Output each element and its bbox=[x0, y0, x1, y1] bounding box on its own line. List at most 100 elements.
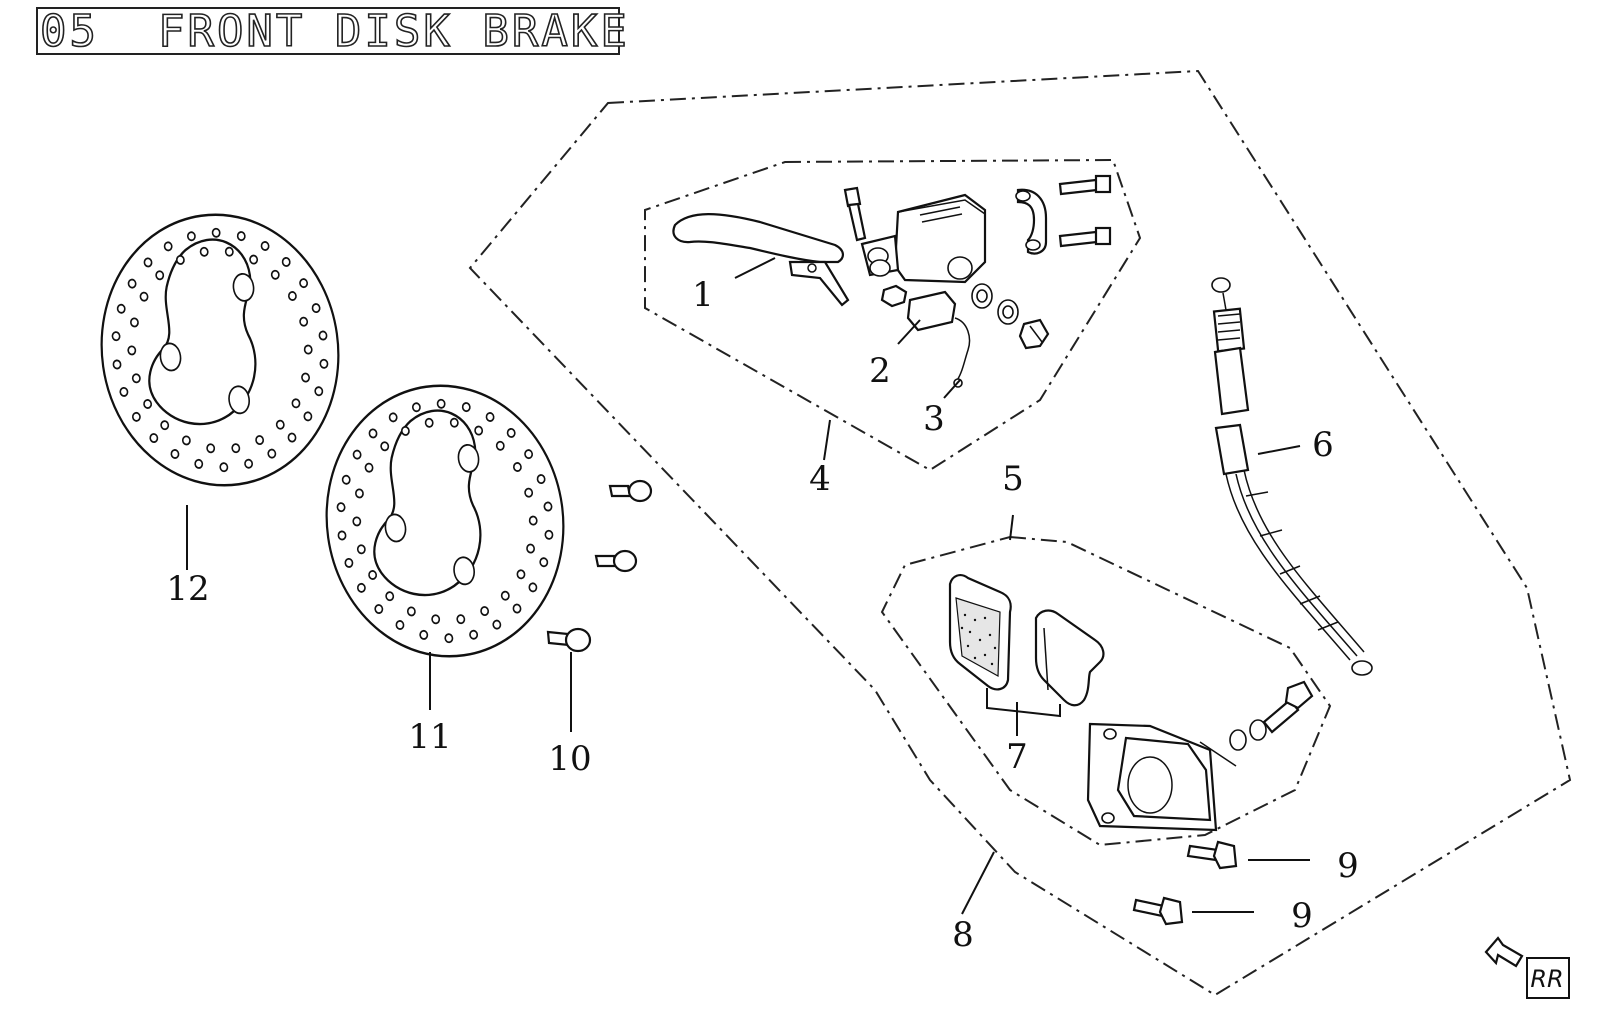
small-nut bbox=[880, 284, 908, 308]
vent-hole bbox=[211, 227, 221, 238]
vent-hole bbox=[163, 241, 173, 252]
vent-hole bbox=[336, 502, 346, 513]
callout-5: 5 bbox=[1002, 459, 1024, 499]
vent-hole bbox=[411, 402, 421, 413]
title-box: 05 FRONT DISK BRAKE bbox=[36, 5, 628, 58]
vent-hole bbox=[127, 345, 137, 356]
brake-lever bbox=[672, 213, 850, 307]
pad-bracket-line bbox=[986, 688, 1061, 718]
brake-pad-front bbox=[948, 574, 1012, 691]
vent-hole bbox=[500, 590, 510, 601]
vent-hole bbox=[143, 257, 153, 268]
callout-8: 8 bbox=[952, 915, 974, 955]
vent-hole bbox=[536, 474, 546, 485]
callout-numbers: 1 2 3 4 5 6 7 8 9 9 10 11 12 bbox=[166, 275, 1358, 955]
vent-hole bbox=[249, 254, 259, 265]
vent-hole bbox=[311, 303, 321, 314]
vent-hole bbox=[469, 629, 479, 640]
vent-hole bbox=[181, 435, 191, 446]
vent-hole bbox=[319, 358, 329, 369]
vent-hole bbox=[528, 582, 538, 593]
clamp-bolt-upper bbox=[1058, 174, 1112, 196]
callout-2: 2 bbox=[869, 351, 891, 391]
vent-hole bbox=[231, 443, 241, 454]
disc-screw-2 bbox=[594, 549, 638, 573]
sealing-washers bbox=[971, 283, 1019, 325]
vent-hole bbox=[400, 425, 410, 436]
clamp-bolt-lower bbox=[1058, 226, 1112, 248]
vent-hole bbox=[524, 487, 534, 498]
leader-lines bbox=[186, 257, 1310, 915]
vent-hole bbox=[337, 530, 347, 541]
switch-wire bbox=[953, 317, 971, 388]
banjo-bolt-lower bbox=[1262, 680, 1314, 734]
vent-hole bbox=[449, 417, 459, 428]
vent-hole bbox=[111, 331, 121, 342]
leader-3 bbox=[943, 379, 961, 399]
vent-hole bbox=[524, 449, 534, 460]
direction-indicator: RR bbox=[1484, 936, 1570, 999]
leader-2 bbox=[897, 319, 921, 345]
vent-hole bbox=[419, 629, 429, 640]
vent-hole bbox=[344, 557, 354, 568]
vent-hole bbox=[436, 398, 446, 409]
leader-8 bbox=[961, 851, 995, 915]
vent-hole bbox=[368, 570, 378, 580]
vent-hole bbox=[380, 441, 390, 452]
vent-hole bbox=[318, 330, 328, 341]
caliper-mount-bolt-lower bbox=[1132, 896, 1184, 926]
vent-hole bbox=[155, 270, 165, 281]
callout-12: 12 bbox=[166, 569, 209, 609]
vent-hole bbox=[474, 425, 484, 436]
vent-hole bbox=[287, 432, 297, 443]
vent-hole bbox=[301, 372, 310, 383]
vent-hole bbox=[352, 516, 362, 527]
caliper-washers bbox=[1229, 719, 1267, 751]
vent-hole bbox=[236, 231, 246, 242]
vent-hole bbox=[149, 433, 159, 444]
vent-hole bbox=[267, 448, 277, 459]
vent-hole bbox=[356, 582, 366, 593]
vent-hole bbox=[461, 402, 471, 413]
vent-hole bbox=[131, 373, 141, 384]
vent-hole bbox=[299, 278, 309, 289]
vent-hole bbox=[512, 462, 522, 472]
vent-hole bbox=[244, 458, 254, 469]
vent-hole bbox=[543, 501, 553, 512]
brake-disc-11 bbox=[325, 384, 565, 658]
vent-hole bbox=[492, 619, 502, 630]
vent-hole bbox=[186, 231, 196, 242]
leader-4 bbox=[823, 419, 831, 461]
disc-11-vent-holes bbox=[336, 398, 554, 644]
vent-hole bbox=[206, 443, 216, 454]
caliper-group-boundary bbox=[880, 535, 1332, 847]
handlebar-clamp bbox=[1015, 188, 1048, 255]
vent-hole bbox=[175, 254, 185, 265]
vent-hole bbox=[444, 633, 454, 644]
vent-hole bbox=[116, 303, 126, 314]
vent-hole bbox=[516, 569, 526, 580]
vent-hole bbox=[303, 344, 313, 355]
vent-hole bbox=[480, 606, 490, 617]
disc-screw-3 bbox=[546, 627, 592, 653]
vent-hole bbox=[374, 604, 384, 615]
pivot-bolt bbox=[843, 186, 867, 242]
vent-hole bbox=[526, 543, 535, 554]
vent-hole bbox=[281, 256, 291, 267]
vent-hole bbox=[528, 515, 538, 526]
vent-hole bbox=[112, 359, 122, 370]
vent-hole bbox=[199, 246, 209, 257]
vent-hole bbox=[485, 412, 495, 422]
leader-6 bbox=[1257, 445, 1301, 455]
vent-hole bbox=[275, 419, 285, 430]
vent-hole bbox=[170, 449, 180, 459]
vent-hole bbox=[139, 291, 149, 302]
vent-hole bbox=[194, 458, 204, 469]
assembly-boundary-8 bbox=[468, 69, 1572, 997]
leader-5 bbox=[1009, 514, 1014, 541]
vent-hole bbox=[406, 606, 416, 617]
callout-9-upper: 9 bbox=[1337, 846, 1359, 886]
vent-hole bbox=[355, 488, 364, 499]
vent-hole bbox=[352, 449, 362, 460]
